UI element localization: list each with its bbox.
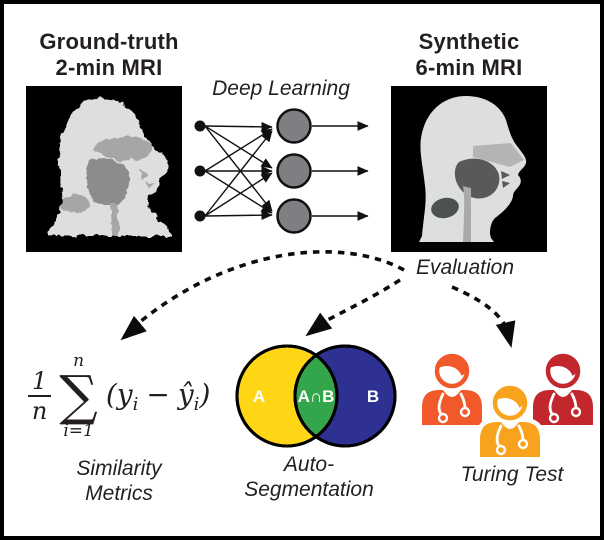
- expr-minus: −: [146, 377, 170, 411]
- segmentation-speck-2: [145, 182, 154, 189]
- venn-label-b: B: [367, 387, 379, 406]
- segmentation-patch-small: [62, 195, 90, 213]
- dashed-arrow-to-venn: [321, 278, 401, 325]
- ground-truth-title: Ground-truth 2-min MRI: [14, 29, 204, 81]
- segmentation-strip: [110, 204, 119, 236]
- expr-var-y: y: [116, 377, 133, 411]
- synthetic-title-line2: 6-min MRI: [415, 55, 523, 80]
- expr-sub-i2: i: [193, 393, 200, 415]
- segmentation-patch-upper: [95, 136, 152, 161]
- mri-ground-truth-illustration: [48, 97, 172, 236]
- segmentation-patch-central: [86, 158, 130, 206]
- ground-truth-title-line2: 2-min MRI: [55, 55, 163, 80]
- expr-sub-i1: i: [132, 393, 139, 415]
- fraction-denominator: n: [31, 397, 48, 425]
- expr-var-yhat: ŷ: [177, 377, 194, 411]
- venn-diagram: A A∩B B: [235, 344, 397, 448]
- dashed-arrow-to-metrics: [133, 250, 405, 328]
- summation-lower-limit: i=1: [63, 421, 94, 441]
- network-connections: [204, 121, 369, 221]
- synthetic-title-line1: Synthetic: [418, 29, 520, 54]
- turing-test-label: Turing Test: [460, 463, 564, 486]
- doctor-icon-right: [533, 356, 593, 425]
- evaluation-label: Evaluation: [415, 256, 515, 279]
- neural-network-diagram: [194, 108, 369, 234]
- hidden-nodes: [276, 108, 312, 234]
- expr-close-paren: ): [199, 377, 211, 411]
- lips-mark-2: [502, 181, 510, 188]
- hidden-node-3: [276, 198, 312, 234]
- dashed-arrow-to-turing: [451, 285, 510, 332]
- venn-label-a: A: [253, 387, 265, 406]
- ground-truth-title-line1: Ground-truth: [39, 29, 179, 54]
- venn-label-intersection: A∩B: [298, 387, 335, 406]
- similarity-formula: 1 n n ∑ i=1 (yi−ŷi): [28, 344, 228, 448]
- similarity-label-line2: Metrics: [85, 482, 153, 505]
- summation-upper-limit: n: [73, 351, 85, 371]
- formula-expression: (yi−ŷi): [106, 378, 211, 415]
- neck-node-region: [431, 197, 459, 219]
- segmentation-speck-1: [138, 170, 149, 180]
- trachea-stripe: [463, 186, 471, 242]
- autoseg-label-line1: Auto-: [283, 453, 335, 476]
- autoseg-label-line2: Segmentation: [244, 478, 374, 501]
- summation-symbol: ∑: [59, 364, 98, 427]
- synthetic-title: Synthetic 6-min MRI: [384, 29, 554, 81]
- turing-test-doctors: [417, 337, 604, 461]
- venn-circle-a-outline: [235, 344, 339, 448]
- formula-summation: n ∑ i=1: [59, 352, 98, 440]
- input-nodes: [194, 120, 206, 222]
- expr-open-paren: (: [105, 377, 117, 411]
- nasal-region: [473, 143, 524, 167]
- similarity-metrics-label: Similarity Metrics: [39, 456, 199, 506]
- lips-mark-1: [501, 171, 510, 179]
- fraction-numerator: 1: [28, 368, 52, 397]
- deep-learning-label: Deep Learning: [212, 77, 350, 100]
- mri-synthetic-image: [391, 86, 547, 252]
- hidden-node-2: [276, 153, 312, 189]
- mri-synthetic-illustration: [419, 96, 527, 242]
- similarity-label-line1: Similarity: [76, 457, 162, 480]
- venn-circle-b-outline: [293, 344, 397, 448]
- doctor-icon-left: [422, 356, 482, 425]
- hidden-node-1: [276, 108, 312, 144]
- formula-fraction: 1 n: [28, 368, 52, 425]
- mri-ground-truth-image: [26, 86, 182, 252]
- auto-segmentation-label: Auto- Segmentation: [219, 452, 399, 502]
